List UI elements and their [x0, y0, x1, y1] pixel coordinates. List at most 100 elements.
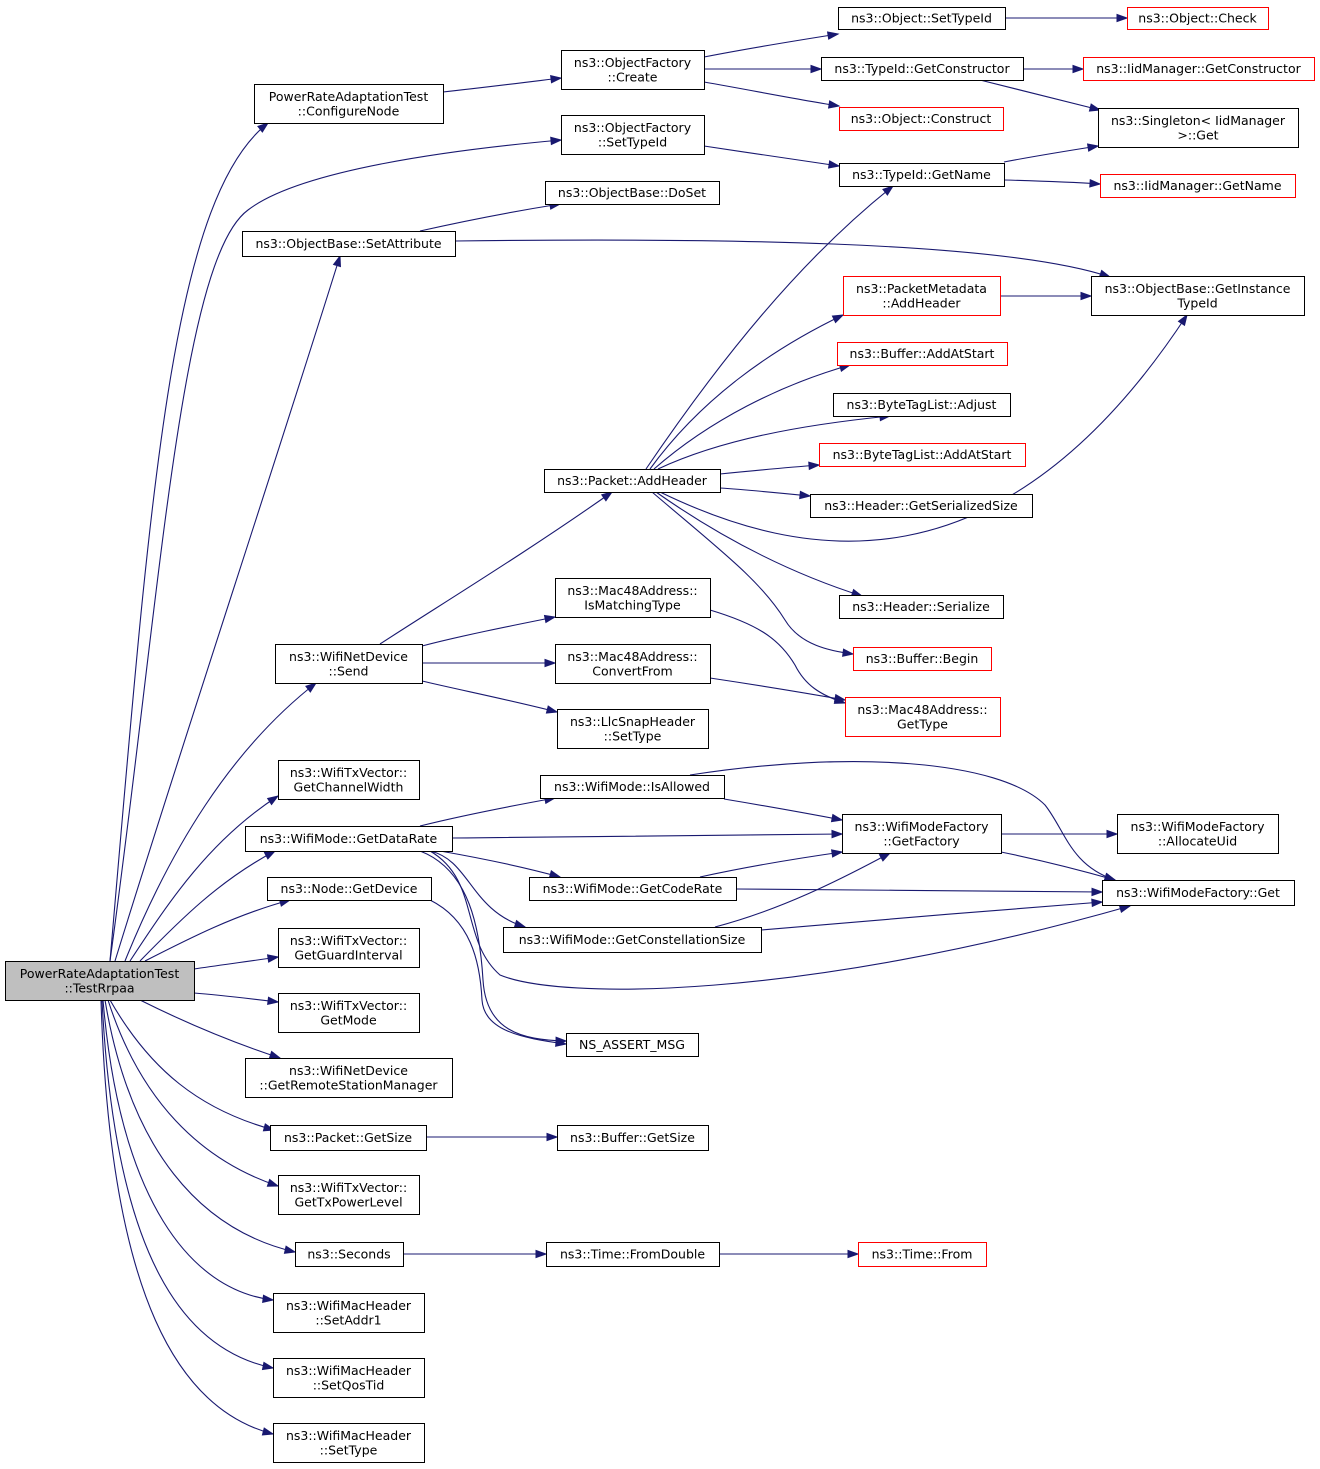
node-box[interactable] — [561, 115, 705, 155]
node-box[interactable] — [1127, 7, 1269, 30]
node-box[interactable] — [833, 393, 1011, 417]
node-root[interactable]: PowerRateAdaptationTest::TestRrpaa — [5, 961, 195, 1001]
node-modeFactoryGet[interactable]: ns3::WifiModeFactory::Get — [1102, 880, 1295, 906]
node-macConvertFrom[interactable]: ns3::Mac48Address::ConvertFrom — [555, 644, 711, 684]
node-box[interactable] — [544, 469, 721, 493]
node-box[interactable] — [839, 595, 1004, 619]
node-factoryCreate[interactable]: ns3::ObjectFactory::Create — [561, 50, 705, 90]
node-box[interactable] — [858, 1242, 987, 1267]
node-box[interactable] — [839, 163, 1005, 187]
node-box[interactable] — [278, 760, 420, 800]
node-objectCheck[interactable]: ns3::Object::Check — [1127, 7, 1269, 30]
node-bufferAddAtStart[interactable]: ns3::Buffer::AddAtStart — [837, 342, 1008, 366]
node-nodeGetDevice[interactable]: ns3::Node::GetDevice — [267, 877, 432, 901]
node-macHeaderSetType[interactable]: ns3::WifiMacHeader::SetType — [273, 1423, 425, 1463]
node-metadataAddHeader[interactable]: ns3::PacketMetadata::AddHeader — [843, 276, 1001, 316]
node-box[interactable] — [1102, 880, 1295, 906]
node-packetAddHeader[interactable]: ns3::Packet::AddHeader — [544, 469, 721, 493]
node-box[interactable] — [837, 342, 1008, 366]
node-wifiModeGetCodeRate[interactable]: ns3::WifiMode::GetCodeRate — [529, 877, 737, 901]
node-box[interactable] — [5, 961, 195, 1001]
node-txGetMode[interactable]: ns3::WifiTxVector::GetMode — [278, 993, 420, 1033]
node-txGetGuardInterval[interactable]: ns3::WifiTxVector::GetGuardInterval — [278, 928, 420, 968]
node-txGetChannelWidth[interactable]: ns3::WifiTxVector::GetChannelWidth — [278, 760, 420, 800]
node-box[interactable] — [561, 50, 705, 90]
node-box[interactable] — [810, 494, 1033, 518]
node-box[interactable] — [295, 1242, 404, 1267]
node-objectBaseSetAttribute[interactable]: ns3::ObjectBase::SetAttribute — [242, 231, 456, 257]
node-box[interactable] — [270, 1125, 427, 1151]
node-box[interactable] — [278, 928, 420, 968]
node-byteTagAddAtStart[interactable]: ns3::ByteTagList::AddAtStart — [819, 443, 1026, 467]
node-box[interactable] — [839, 107, 1004, 131]
node-bufferBegin[interactable]: ns3::Buffer::Begin — [853, 647, 992, 671]
node-seconds[interactable]: ns3::Seconds — [295, 1242, 404, 1267]
node-headerGetSerializedSize[interactable]: ns3::Header::GetSerializedSize — [810, 494, 1033, 518]
node-byteTagAdjust[interactable]: ns3::ByteTagList::Adjust — [833, 393, 1011, 417]
node-macGetType[interactable]: ns3::Mac48Address::GetType — [845, 697, 1001, 737]
node-box[interactable] — [557, 709, 709, 749]
node-configureNode[interactable]: PowerRateAdaptationTest::ConfigureNode — [254, 84, 444, 124]
node-wifiModeGetDataRate[interactable]: ns3::WifiMode::GetDataRate — [245, 826, 453, 852]
node-box[interactable] — [273, 1423, 425, 1463]
node-objectBaseDoSet[interactable]: ns3::ObjectBase::DoSet — [545, 181, 720, 205]
node-box[interactable] — [273, 1358, 425, 1398]
node-box[interactable] — [842, 814, 1002, 854]
node-modeFactoryGetFactory[interactable]: ns3::WifiModeFactory::GetFactory — [842, 814, 1002, 854]
node-llcSetType[interactable]: ns3::LlcSnapHeader::SetType — [557, 709, 709, 749]
node-box[interactable] — [555, 644, 711, 684]
node-box[interactable] — [278, 1175, 420, 1215]
node-box[interactable] — [1098, 108, 1299, 148]
node-typeIdGetName[interactable]: ns3::TypeId::GetName — [839, 163, 1005, 187]
node-typeIdGetConstructor[interactable]: ns3::TypeId::GetConstructor — [821, 57, 1024, 81]
node-box[interactable] — [555, 578, 711, 618]
node-box[interactable] — [821, 57, 1024, 81]
node-macHeaderSetQosTid[interactable]: ns3::WifiMacHeader::SetQosTid — [273, 1358, 425, 1398]
node-box[interactable] — [557, 1125, 709, 1151]
node-wifiNetDeviceSend[interactable]: ns3::WifiNetDevice::Send — [275, 644, 423, 684]
node-box[interactable] — [1091, 276, 1305, 316]
node-packetGetSize[interactable]: ns3::Packet::GetSize — [270, 1125, 427, 1151]
node-iidGetName[interactable]: ns3::IidManager::GetName — [1100, 174, 1296, 198]
node-macIsMatchingType[interactable]: ns3::Mac48Address::IsMatchingType — [555, 578, 711, 618]
node-modeFactoryAllocateUid[interactable]: ns3::WifiModeFactory::AllocateUid — [1117, 814, 1279, 854]
node-wifiModeIsAllowed[interactable]: ns3::WifiMode::IsAllowed — [540, 775, 725, 799]
node-wifiModeGetConstellationSize[interactable]: ns3::WifiMode::GetConstellationSize — [503, 927, 762, 953]
node-objectSetTypeId[interactable]: ns3::Object::SetTypeId — [838, 7, 1006, 30]
node-box[interactable] — [546, 1242, 720, 1267]
node-box[interactable] — [275, 644, 423, 684]
node-box[interactable] — [278, 993, 420, 1033]
node-box[interactable] — [819, 443, 1026, 467]
node-box[interactable] — [503, 927, 762, 953]
node-box[interactable] — [838, 7, 1006, 30]
node-bufferGetSize[interactable]: ns3::Buffer::GetSize — [557, 1125, 709, 1151]
node-objectConstruct[interactable]: ns3::Object::Construct — [839, 107, 1004, 131]
node-box[interactable] — [1083, 57, 1315, 81]
node-box[interactable] — [566, 1033, 699, 1057]
node-box[interactable] — [245, 1058, 453, 1098]
node-iidGetConstructor[interactable]: ns3::IidManager::GetConstructor — [1083, 57, 1315, 81]
node-box[interactable] — [545, 181, 720, 205]
node-box[interactable] — [245, 826, 453, 852]
node-box[interactable] — [254, 84, 444, 124]
node-factorySetTypeId[interactable]: ns3::ObjectFactory::SetTypeId — [561, 115, 705, 155]
node-box[interactable] — [529, 877, 737, 901]
node-box[interactable] — [273, 1293, 425, 1333]
node-box[interactable] — [843, 276, 1001, 316]
node-box[interactable] — [1100, 174, 1296, 198]
node-box[interactable] — [845, 697, 1001, 737]
node-macHeaderSetAddr1[interactable]: ns3::WifiMacHeader::SetAddr1 — [273, 1293, 425, 1333]
node-box[interactable] — [242, 231, 456, 257]
node-box[interactable] — [540, 775, 725, 799]
node-box[interactable] — [853, 647, 992, 671]
node-headerSerialize[interactable]: ns3::Header::Serialize — [839, 595, 1004, 619]
node-nsAssertMsg[interactable]: NS_ASSERT_MSG — [566, 1033, 699, 1057]
node-timeFrom[interactable]: ns3::Time::From — [858, 1242, 987, 1267]
node-singletonGet[interactable]: ns3::Singleton< IidManager>::Get — [1098, 108, 1299, 148]
node-box[interactable] — [1117, 814, 1279, 854]
node-timeFromDouble[interactable]: ns3::Time::FromDouble — [546, 1242, 720, 1267]
node-box[interactable] — [267, 877, 432, 901]
node-getRemoteStationManager[interactable]: ns3::WifiNetDevice::GetRemoteStationMana… — [245, 1058, 453, 1098]
node-txGetTxPowerLevel[interactable]: ns3::WifiTxVector::GetTxPowerLevel — [278, 1175, 420, 1215]
